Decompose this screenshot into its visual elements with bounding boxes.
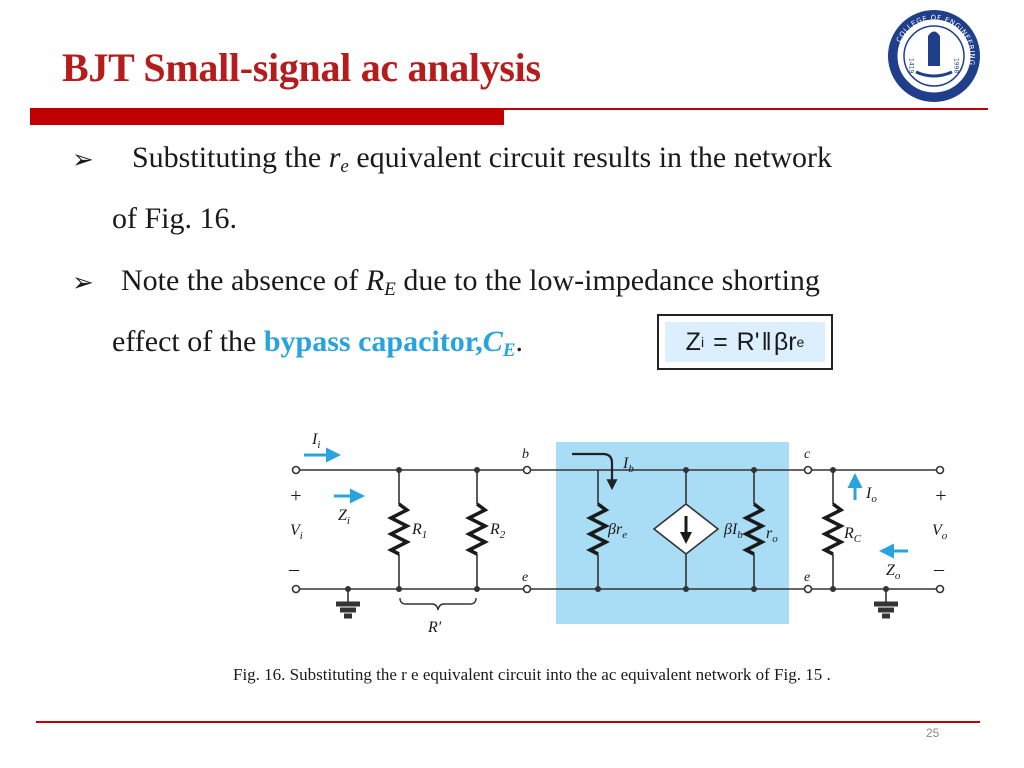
- collector-terminal: [803, 465, 813, 475]
- io-label: I: [865, 485, 872, 502]
- resistor-ro: [742, 502, 766, 556]
- arrow-bullet-icon: ➢: [72, 268, 94, 297]
- svg-text:ro: ro: [766, 525, 778, 545]
- sentence-end: .: [515, 325, 524, 358]
- ii-label: I: [311, 431, 318, 448]
- vi-label: V: [290, 522, 302, 539]
- r2-label: R: [489, 521, 500, 538]
- r-prime-label: R′: [427, 619, 442, 636]
- bullet-1-line-2: of Fig. 16.: [112, 202, 238, 235]
- zo-label: Z: [886, 562, 896, 579]
- college-seal-icon: COLLEGE OF ENGINEERING 1419 1998: [888, 10, 980, 102]
- ib-arrow: [572, 452, 618, 491]
- formula-r-prime: R': [736, 327, 760, 356]
- formula-beta-re: βr: [773, 327, 797, 356]
- svg-text:R1: R1: [411, 521, 427, 541]
- header-rule: [30, 108, 988, 110]
- beta-re-label: βr: [607, 521, 623, 538]
- emitter-label-right: e: [804, 570, 810, 585]
- dependent-current-source: [652, 502, 720, 556]
- output-terminal-top: [935, 465, 945, 475]
- base-label: b: [522, 447, 529, 462]
- formula-parallel: ‖: [761, 327, 772, 356]
- logo-year-right: 1998: [953, 58, 960, 73]
- bullet-2-line-2: effect of the bypass capacitor,CE.: [112, 325, 523, 362]
- bullet-1-text-b: equivalent circuit results in the networ…: [356, 141, 833, 174]
- header-rule-accent: [30, 110, 504, 125]
- beta-ib-label: βI: [723, 521, 738, 538]
- ground-symbol-right: [874, 601, 898, 619]
- footer-rule: [36, 721, 980, 723]
- input-minus-label: –: [288, 558, 300, 580]
- slide-title: BJT Small-signal ac analysis: [62, 45, 541, 90]
- svg-text:Zi: Zi: [338, 507, 350, 527]
- input-terminal-top: [291, 465, 301, 475]
- resistor-rc: [821, 502, 845, 556]
- formula-z: Z: [685, 327, 701, 356]
- formula-equals: =: [713, 327, 728, 356]
- svg-text:βre: βre: [607, 521, 627, 541]
- emitter-label-left: e: [522, 570, 528, 585]
- vo-label: V: [932, 522, 944, 539]
- bullet-2-text-a: Note the absence of: [121, 264, 359, 297]
- bullet-2-line-1: Note the absence of RE due to the low-im…: [121, 264, 820, 301]
- arrow-bullet-icon: ➢: [72, 145, 94, 174]
- bypass-capacitor-highlight: bypass capacitor,: [263, 325, 483, 358]
- ib-label: I: [622, 455, 629, 472]
- r-prime-brace: [399, 597, 477, 611]
- zi-label: Z: [338, 507, 348, 524]
- output-terminal-bottom: [935, 584, 945, 594]
- bullet-2-math: RE: [365, 264, 396, 300]
- output-minus-label: –: [933, 558, 945, 580]
- logo-year-left: 1419: [908, 58, 915, 73]
- input-terminal-bottom: [291, 584, 301, 594]
- resistor-r1: [387, 502, 411, 556]
- output-plus-label: +: [934, 485, 948, 507]
- emitter-terminal-right: [803, 584, 813, 594]
- resistor-beta-re: [586, 502, 610, 556]
- capacitor-symbol: CE: [482, 325, 516, 361]
- ground-symbol-left: [336, 601, 360, 619]
- page-number: 25: [926, 726, 940, 740]
- formula-beta-re-sub: e: [796, 334, 805, 350]
- rc-label: R: [843, 525, 854, 542]
- svg-text:βIb: βIb: [723, 521, 743, 541]
- collector-label: c: [804, 447, 811, 462]
- svg-text:Io: Io: [865, 485, 877, 505]
- input-plus-label: +: [289, 485, 303, 507]
- formula-z-sub: i: [700, 334, 705, 350]
- svg-text:Vi: Vi: [290, 522, 303, 542]
- svg-text:Vo: Vo: [932, 522, 948, 542]
- bullet-2-text-c: effect of the: [112, 325, 257, 358]
- resistor-r2: [465, 502, 489, 556]
- r1-label: R: [411, 521, 422, 538]
- svg-text:Ib: Ib: [622, 455, 634, 475]
- bullet-2-text-b: due to the low-impedance shorting: [403, 264, 820, 297]
- svg-text:Ii: Ii: [311, 431, 320, 451]
- figure-caption: Fig. 16. Substituting the r e equivalent…: [233, 665, 831, 684]
- emitter-terminal-left: [522, 584, 532, 594]
- svg-text:RC: RC: [843, 525, 862, 545]
- re-equivalent-circuit-diagram: Ii + Vi – Zi R1 R2 R′ b e Ib βre βIb ro …: [288, 431, 948, 636]
- bullet-1-math: re: [328, 141, 349, 177]
- ro-label: r: [766, 525, 773, 542]
- bullet-1-text-a: Substituting the: [132, 141, 322, 174]
- svg-text:Zo: Zo: [886, 562, 901, 582]
- bullet-1-line-1: Substituting the re equivalent circuit r…: [132, 141, 832, 178]
- svg-text:R2: R2: [489, 521, 506, 541]
- base-terminal: [522, 465, 532, 475]
